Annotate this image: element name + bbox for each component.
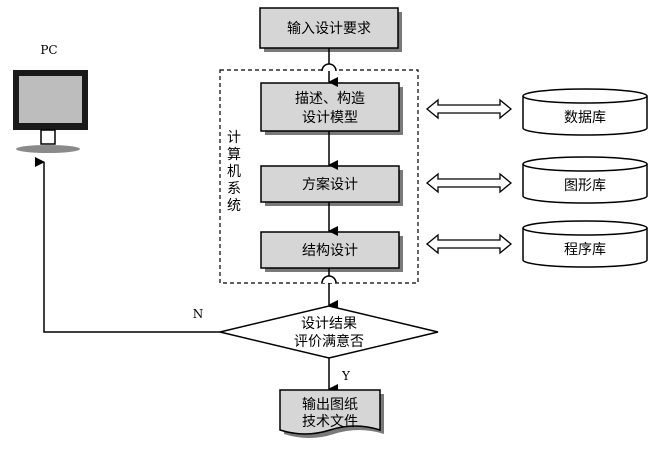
database-cylinder-icon: 数据库 [522, 88, 648, 136]
scheme-design-label: 方案设计 [302, 176, 358, 193]
computer-system-char: 算 [227, 147, 241, 163]
output-label-line1: 输出图纸 [302, 397, 358, 413]
structure-design-box: 结构设计 [260, 231, 403, 272]
computer-system-char: 系 [227, 181, 241, 197]
graphics-library-label: 图形库 [564, 178, 606, 194]
input-requirements-label: 输入设计要求 [287, 21, 371, 37]
no-branch-line [35, 157, 220, 333]
pc-label: PC [40, 43, 57, 57]
graphics-library-cylinder-icon: 图形库 [522, 156, 648, 204]
computer-system-char: 计 [227, 130, 241, 146]
computer-system-char: 统 [227, 198, 241, 214]
scheme-design-box: 方案设计 [260, 165, 403, 206]
output-label-line2: 技术文件 [302, 414, 358, 430]
model-label-line2: 设计模型 [302, 110, 358, 126]
boundary-crossing-hump [321, 275, 337, 284]
pc-monitor-icon [13, 70, 88, 153]
program-library-label: 程序库 [564, 242, 606, 258]
describe-construct-model-box: 描述、构造 设计模型 [260, 82, 403, 135]
decision-diamond: 设计结果 评价满意否 [219, 305, 439, 359]
yes-label: Y [341, 369, 351, 383]
output-document: 输出图纸 技术文件 [279, 389, 384, 438]
structure-design-label: 结构设计 [302, 243, 358, 259]
double-arrow-icon [425, 172, 513, 194]
model-label-line1: 描述、构造 [295, 91, 365, 107]
decision-label-line2: 评价满意否 [294, 333, 364, 350]
computer-system-char: 机 [227, 164, 241, 180]
boundary-crossing-hump [321, 63, 337, 72]
computer-system-boundary [219, 69, 419, 284]
input-requirements-box: 输入设计要求 [259, 7, 402, 52]
computer-system-label: 计 算 机 系 统 [227, 130, 241, 214]
double-arrow-icon [425, 233, 513, 255]
double-arrow-icon [425, 98, 513, 120]
decision-label-line1: 设计结果 [301, 316, 357, 332]
database-label: 数据库 [564, 110, 606, 126]
program-library-cylinder-icon: 程序库 [522, 220, 648, 268]
no-label: N [193, 307, 204, 321]
